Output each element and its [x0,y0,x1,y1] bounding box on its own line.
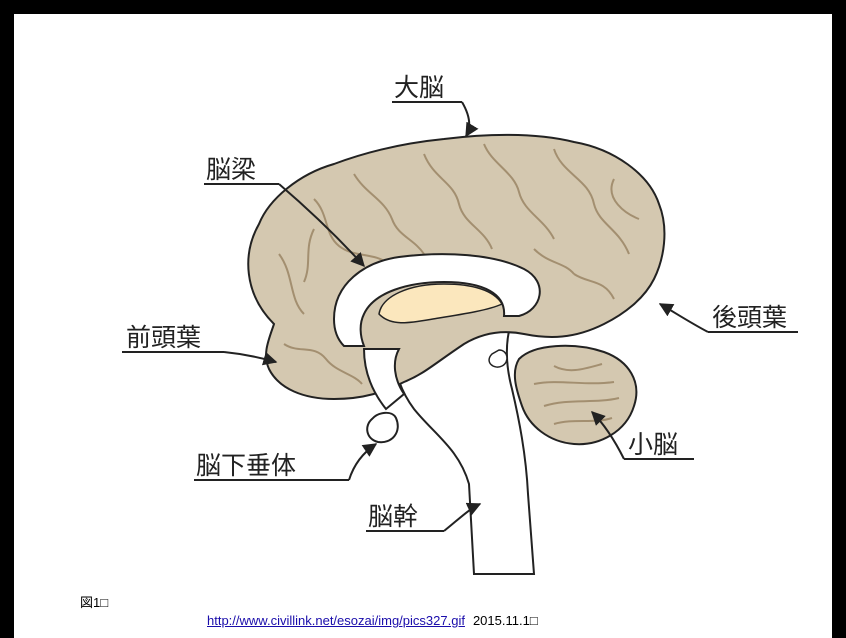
brain-diagram: 大脳 脳梁 前頭葉 後頭葉 脳下垂体 小脳 脳幹 [14,14,832,584]
label-frontal-lobe: 前頭葉 [126,323,201,352]
source-link[interactable]: http://www.civillink.net/esozai/img/pics… [207,613,465,628]
label-pituitary: 脳下垂体 [196,451,296,480]
label-occipital-lobe: 後頭葉 [712,303,787,332]
label-cerebrum: 大脳 [394,73,444,102]
label-corpus-callosum: 脳梁 [206,155,256,184]
figure-caption: 図1□ [80,592,108,611]
source-date: 2015.11.1□ [473,613,538,628]
label-cerebellum: 小脳 [628,430,678,459]
pituitary-shape [367,413,398,442]
slide: 大脳 脳梁 前頭葉 後頭葉 脳下垂体 小脳 脳幹 図1□ http://www.… [14,14,832,638]
label-brainstem: 脳幹 [368,502,418,531]
cerebellum-shape [515,346,637,444]
source-line: http://www.civillink.net/esozai/img/pics… [207,613,538,628]
